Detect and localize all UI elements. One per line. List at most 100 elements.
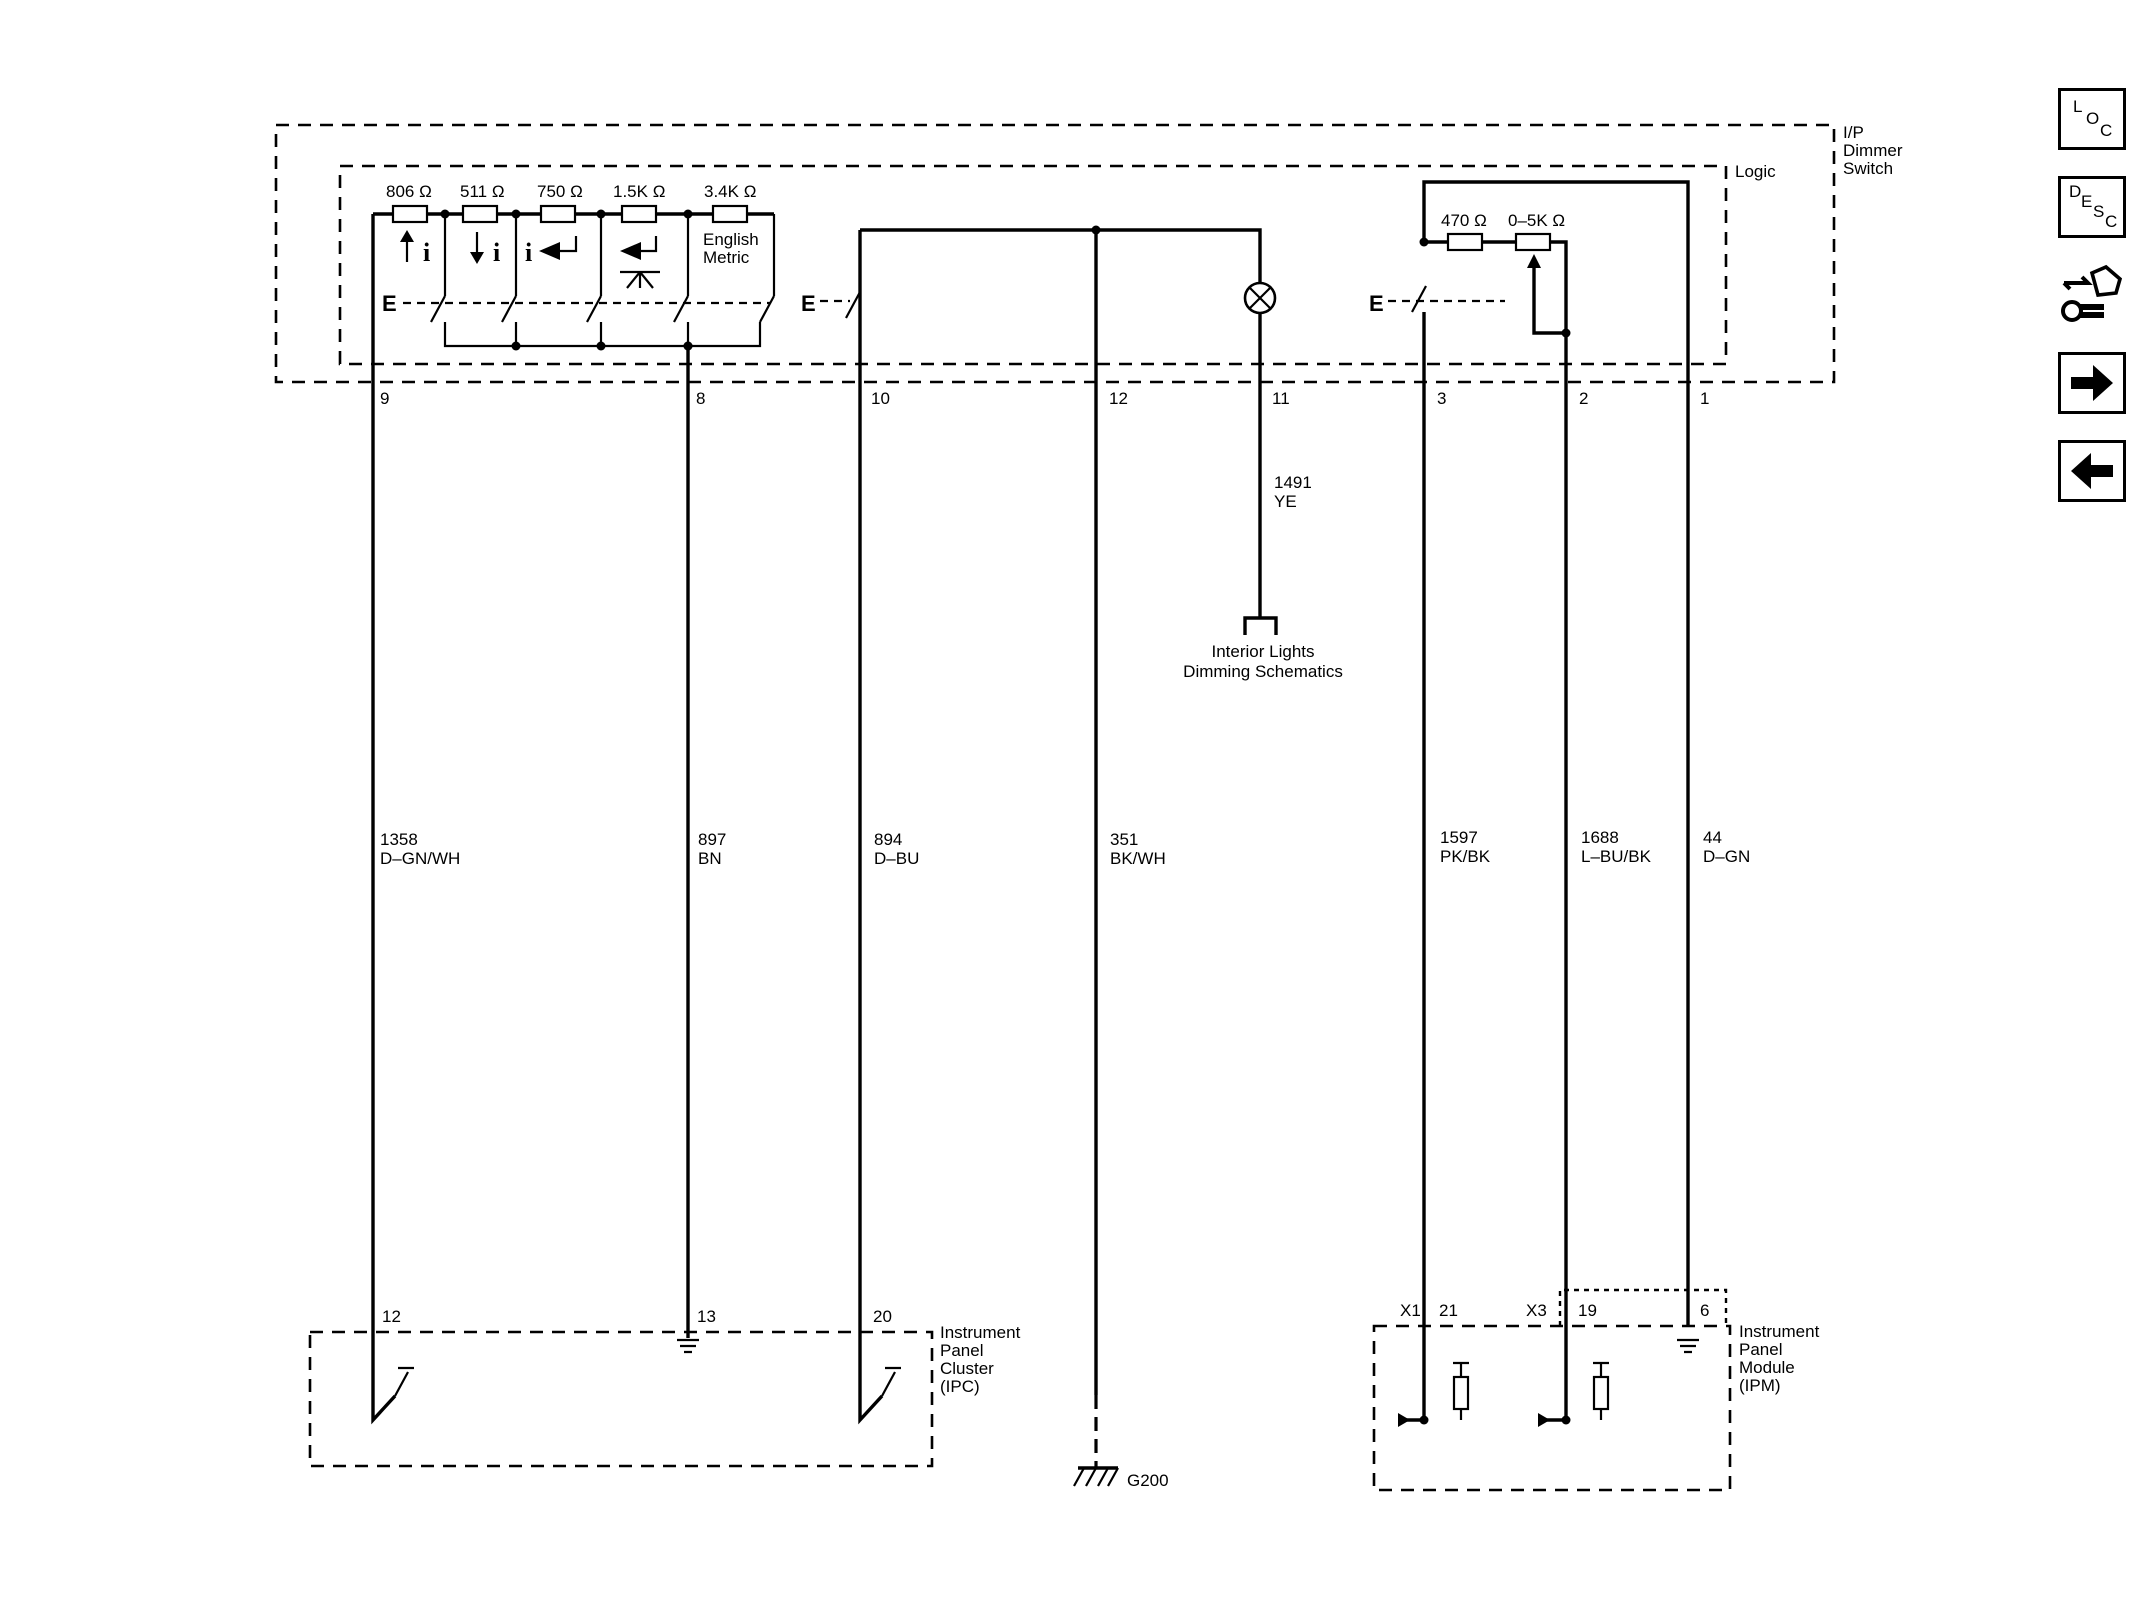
circuit-44-color: D–GN bbox=[1703, 847, 1750, 866]
reference-connector-symbol bbox=[1243, 616, 1278, 635]
ipc-label-2: Panel bbox=[940, 1341, 983, 1360]
reference-label-1: Interior Lights bbox=[1212, 642, 1315, 661]
arrow-left-icon bbox=[2071, 453, 2113, 489]
e-label-ladder: E bbox=[382, 291, 397, 316]
loc-letter-l: L bbox=[2073, 97, 2083, 116]
desc-letter-e: E bbox=[2081, 192, 2093, 211]
ipm-outline bbox=[1372, 1324, 1732, 1492]
resistor-806 bbox=[391, 204, 429, 224]
wire-1688 bbox=[1540, 333, 1568, 1422]
ipm-label-4: (IPM) bbox=[1739, 1376, 1781, 1395]
ipc-switch-20 bbox=[881, 1366, 901, 1397]
ipm-x3-label: X3 bbox=[1526, 1301, 1547, 1320]
indicator-lamp bbox=[1243, 281, 1277, 315]
info-select-symbol: i bbox=[525, 236, 578, 267]
ipm-label-2: Panel bbox=[1739, 1340, 1782, 1359]
resistor-0-5k bbox=[1514, 232, 1552, 252]
previous-page-button[interactable] bbox=[2058, 440, 2126, 502]
resistor-ladder: E bbox=[373, 204, 776, 351]
resistor-3-4k bbox=[711, 204, 749, 224]
ground-g200-symbol bbox=[1073, 1466, 1119, 1487]
resistor-750 bbox=[539, 204, 577, 224]
circuit-44-number: 44 bbox=[1703, 828, 1722, 847]
pin-12: 12 bbox=[1109, 389, 1128, 408]
resistor-511 bbox=[461, 204, 499, 224]
ipm-label-3: Module bbox=[1739, 1358, 1795, 1377]
circuit-1688-color: L–BU/BK bbox=[1581, 847, 1652, 866]
pin-8: 8 bbox=[696, 389, 705, 408]
ipc-switch-12 bbox=[394, 1366, 414, 1397]
svg-text:i: i bbox=[493, 238, 500, 267]
desc-letter-s: S bbox=[2093, 202, 2105, 221]
wire-1597 bbox=[1400, 312, 1426, 1422]
ipc-label-4: (IPC) bbox=[940, 1377, 980, 1396]
ipm-pin-6: 6 bbox=[1700, 1301, 1709, 1320]
logic-label: Logic bbox=[1735, 162, 1776, 181]
ipm-input-19 bbox=[1538, 1361, 1610, 1427]
e-label-middle: E bbox=[801, 291, 816, 316]
dimmer-switch-outline bbox=[274, 123, 1836, 384]
pin-10: 10 bbox=[871, 389, 890, 408]
wire-1358 bbox=[371, 214, 397, 1425]
description-button[interactable]: D E S C bbox=[2058, 176, 2126, 238]
resistor-3-4k-value: 3.4K Ω bbox=[704, 182, 756, 201]
desc-letter-c: C bbox=[2105, 212, 2118, 231]
svg-text:i: i bbox=[423, 238, 430, 267]
ipm-ground-6 bbox=[1677, 1338, 1699, 1354]
circuit-1491-color: YE bbox=[1274, 492, 1297, 511]
resistor-511-value: 511 Ω bbox=[460, 182, 505, 201]
resistor-470 bbox=[1446, 232, 1484, 252]
reference-label-2: Dimming Schematics bbox=[1183, 662, 1343, 681]
ipm-pin-21: 21 bbox=[1439, 1301, 1458, 1320]
resistor-470-value: 470 Ω bbox=[1441, 211, 1487, 230]
ipm-pin-19: 19 bbox=[1578, 1301, 1597, 1320]
desc-letter-d: D bbox=[2069, 182, 2082, 201]
metric-label: Metric bbox=[703, 248, 750, 267]
down-info-symbol: i bbox=[470, 232, 500, 267]
pin-9: 9 bbox=[380, 389, 389, 408]
circuit-1597-color: PK/BK bbox=[1440, 847, 1491, 866]
pin-2: 2 bbox=[1579, 389, 1588, 408]
loc-letter-o: O bbox=[2086, 109, 2100, 128]
resistor-1-5k-value: 1.5K Ω bbox=[613, 182, 665, 201]
resistor-0-5k-value: 0–5K Ω bbox=[1508, 211, 1565, 230]
pin-3: 3 bbox=[1437, 389, 1446, 408]
e-label-right: E bbox=[1369, 291, 1384, 316]
pin-1: 1 bbox=[1700, 389, 1709, 408]
connector-wrench-icon bbox=[2061, 264, 2123, 322]
pin-11: 11 bbox=[1272, 389, 1290, 408]
resistor-1-5k bbox=[620, 204, 658, 224]
resistor-806-value: 806 Ω bbox=[386, 182, 432, 201]
ipc-ground-13 bbox=[677, 1338, 699, 1354]
svg-text:i: i bbox=[525, 238, 532, 267]
select-symbol bbox=[620, 236, 658, 260]
circuit-351-number: 351 bbox=[1110, 830, 1138, 849]
loc-letter-c: C bbox=[2100, 121, 2113, 140]
trip-reset-symbol bbox=[620, 270, 660, 289]
ipm-x1-label: X1 bbox=[1400, 1301, 1421, 1320]
ipc-outline bbox=[308, 1330, 934, 1468]
ground-g200-label: G200 bbox=[1127, 1471, 1169, 1490]
arrow-right-icon bbox=[2071, 365, 2113, 401]
ipc-pin-20: 20 bbox=[873, 1307, 892, 1326]
circuit-1358-color: D–GN/WH bbox=[380, 849, 460, 868]
dimmer-switch-label-1: I/P bbox=[1843, 123, 1864, 142]
circuit-897-color: BN bbox=[698, 849, 722, 868]
next-page-button[interactable] bbox=[2058, 352, 2126, 414]
dimmer-switch-label-2: Dimmer bbox=[1843, 141, 1903, 160]
circuit-1597-number: 1597 bbox=[1440, 828, 1478, 847]
connector-wrench-button[interactable] bbox=[2058, 263, 2126, 325]
ipc-pin-12: 12 bbox=[382, 1307, 401, 1326]
ipc-label-1: Instrument bbox=[940, 1323, 1021, 1342]
circuit-1491-number: 1491 bbox=[1274, 473, 1312, 492]
ipc-label-3: Cluster bbox=[940, 1359, 994, 1378]
wire-894 bbox=[858, 318, 884, 1425]
circuit-894-color: D–BU bbox=[874, 849, 919, 868]
dimmer-switch-label-3: Switch bbox=[1843, 159, 1893, 178]
location-button[interactable]: L O C bbox=[2058, 88, 2126, 150]
ipm-input-21 bbox=[1398, 1361, 1470, 1427]
circuit-897-number: 897 bbox=[698, 830, 726, 849]
circuit-894-number: 894 bbox=[874, 830, 902, 849]
circuit-1688-number: 1688 bbox=[1581, 828, 1619, 847]
